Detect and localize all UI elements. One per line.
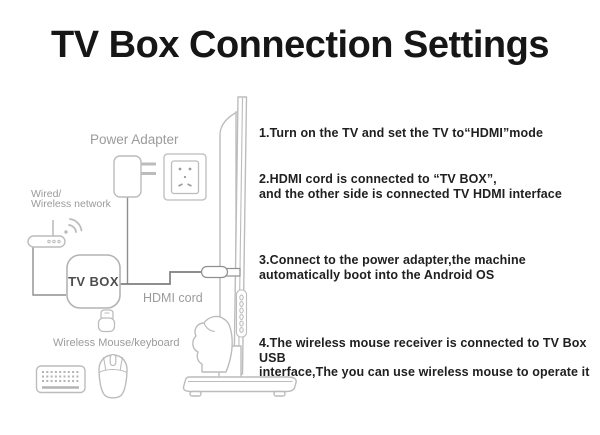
tv-box-label: TV BOX (68, 274, 119, 289)
hdmi-plug-icon (200, 265, 241, 279)
wireless-mouse-keyboard-label: Wireless Mouse/keyboard (53, 337, 180, 349)
tv-ports-icon (235, 289, 248, 338)
usb-dongle-icon (97, 309, 116, 333)
mouse-icon (98, 353, 128, 399)
router-icon (27, 220, 66, 248)
instruction-step-1: 1.Turn on the TV and set the TV to“HDMI”… (259, 126, 544, 140)
hand-icon (192, 315, 233, 373)
power-adapter-icon (113, 155, 156, 198)
page-title: TV Box Connection Settings (51, 24, 549, 66)
hdmi-cord-label: HDMI cord (143, 291, 203, 305)
keyboard-icon (35, 365, 86, 394)
instruction-step-2: 2.HDMI cord is connected to “TV BOX”, an… (259, 172, 562, 201)
wifi-signal-icon (64, 218, 83, 234)
wall-socket-icon (163, 153, 207, 201)
router-cable (32, 247, 66, 296)
tv-box-icon (66, 254, 121, 309)
power-adapter-label: Power Adapter (90, 132, 179, 147)
hdmi-cable (120, 271, 203, 285)
instruction-step-4: 4.The wireless mouse receiver is connect… (259, 336, 590, 379)
instruction-step-3: 3.Connect to the power adapter,the machi… (259, 253, 526, 282)
network-label: Wired/ Wireless network (31, 188, 111, 210)
